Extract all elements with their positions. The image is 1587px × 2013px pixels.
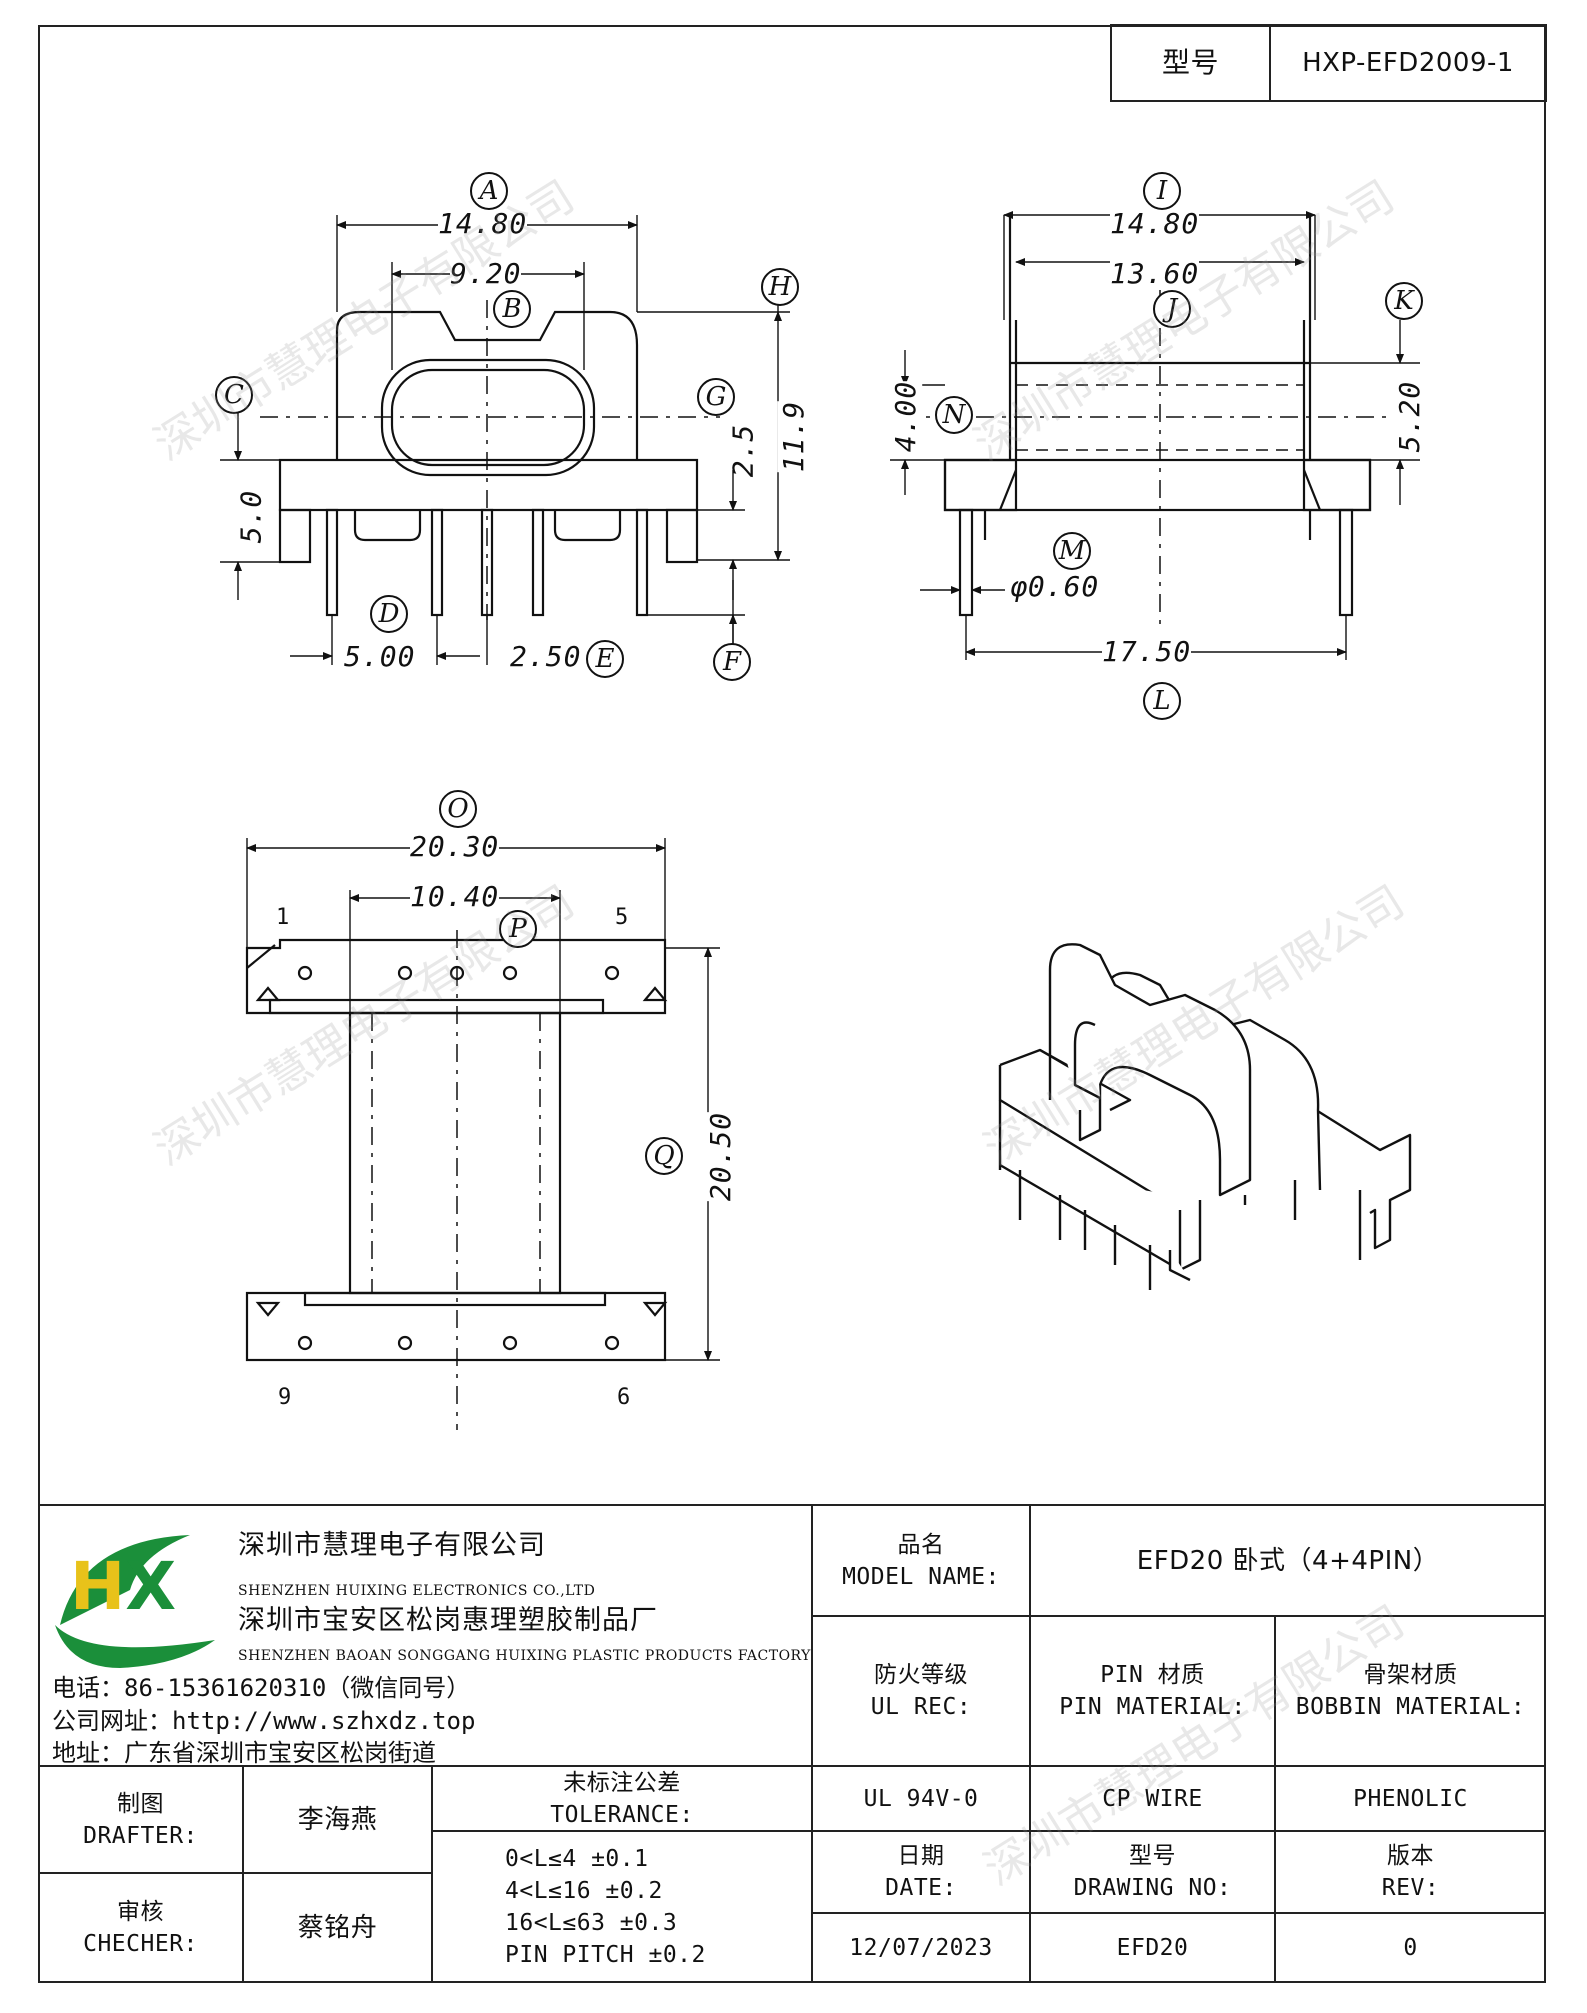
- company-name-en: SHENZHEN HUIXING ELECTRONICS CO.,LTD: [238, 1583, 596, 1599]
- date-value: 12/07/2023: [849, 1935, 993, 1961]
- company-logo: [55, 1535, 215, 1668]
- dim-side-K: 5.20: [1393, 380, 1427, 453]
- checker-name: 蔡铭舟: [297, 1913, 378, 1943]
- dim-front-A: 14.80: [438, 207, 528, 240]
- ul-value: UL 94V-0: [863, 1785, 979, 1812]
- circle-I: I: [1143, 172, 1181, 210]
- dim-front-B: 9.20: [450, 257, 522, 290]
- rev-value: 0: [1403, 1935, 1418, 1961]
- side-centerlines: [900, 290, 1400, 630]
- factory-name-en: SHENZHEN BAOAN SONGGANG HUIXING PLASTIC …: [238, 1648, 811, 1664]
- circle-D: D: [370, 595, 408, 633]
- drawing-frame: [38, 25, 1546, 1983]
- logo-h: H: [70, 1548, 126, 1625]
- tolerance-row: 0<L≤4 ±0.1: [505, 1846, 649, 1872]
- pin-5: 5: [615, 905, 629, 930]
- tolerance-row: 4<L≤16 ±0.2: [505, 1878, 663, 1904]
- company-address: 地址：广东省深圳市宝安区松岗街道: [52, 1739, 436, 1767]
- dim-front-E: 2.50: [510, 640, 582, 673]
- circle-H: H: [761, 268, 799, 306]
- company-name-cn: 深圳市慧理电子有限公司: [238, 1530, 546, 1561]
- front-centerlines: [260, 300, 720, 620]
- tolerance-list: 0<L≤4 ±0.1 4<L≤16 ±0.2 16<L≤63 ±0.3 PIN …: [505, 1831, 805, 1983]
- dim-front-H: 11.9: [777, 400, 811, 473]
- circle-C: C: [215, 376, 253, 414]
- tolerance-row: PIN PITCH ±0.2: [505, 1942, 706, 1968]
- dim-front-C: 5.0: [234, 489, 268, 544]
- pin-1: 1: [276, 905, 290, 930]
- bobbin-material-value: PHENOLIC: [1353, 1785, 1468, 1812]
- circle-O: O: [439, 790, 477, 828]
- circle-M: M: [1053, 532, 1091, 570]
- dim-front-D: 5.00: [344, 640, 416, 673]
- side-view: [943, 215, 1372, 617]
- circle-N: N: [935, 396, 973, 434]
- company-website: 公司网址：http://www.szhxdz.top: [52, 1707, 476, 1735]
- model-value: HXP-EFD2009-1: [1302, 48, 1514, 78]
- dim-side-I: 14.80: [1110, 207, 1200, 240]
- title-block-grid: [38, 1504, 1546, 1983]
- circle-B: B: [493, 290, 531, 328]
- pin-6: 6: [617, 1385, 631, 1410]
- circle-A: A: [470, 172, 508, 210]
- circle-G: G: [697, 378, 735, 416]
- dim-bottom-Q: 20.50: [704, 1111, 738, 1202]
- dim-bottom-O: 20.30: [410, 830, 500, 863]
- circle-K: K: [1385, 282, 1423, 320]
- dim-side-J: 13.60: [1110, 257, 1200, 290]
- circle-Q: Q: [645, 1137, 683, 1175]
- circle-J: J: [1153, 290, 1191, 328]
- model-name-value: EFD20 卧式（4+4PIN）: [1136, 1545, 1440, 1576]
- isometric-view: [998, 943, 1412, 1290]
- pin-9: 9: [278, 1385, 292, 1410]
- logo-letters: HX: [70, 1552, 176, 1622]
- dim-bottom-P: 10.40: [410, 880, 500, 913]
- dim-side-N: 4.00: [889, 380, 923, 453]
- tolerance-row: 16<L≤63 ±0.3: [505, 1910, 678, 1936]
- drafter-name: 李海燕: [297, 1804, 378, 1835]
- model-box-frame: [1110, 24, 1547, 102]
- logo-x: X: [125, 1548, 177, 1625]
- dim-front-G: 2.5: [726, 423, 760, 478]
- side-hidden-lines: [1016, 384, 1304, 451]
- company-phone: 电话：86-15361620310（微信同号）: [52, 1674, 471, 1702]
- factory-name-cn: 深圳市宝安区松岗惠理塑胶制品厂: [238, 1605, 658, 1636]
- dim-side-L: 17.50: [1102, 635, 1192, 668]
- model-label: 型号: [1161, 46, 1219, 79]
- drawing-no-value: EFD20: [1116, 1935, 1189, 1961]
- circle-L: L: [1143, 682, 1181, 720]
- bottom-centerlines: [371, 930, 541, 1430]
- circle-F: F: [713, 643, 751, 681]
- circle-E: E: [586, 640, 624, 678]
- pin-material-value: CP WIRE: [1102, 1785, 1203, 1812]
- dim-side-M: φ0.60: [1010, 570, 1100, 603]
- circle-P: P: [499, 910, 537, 948]
